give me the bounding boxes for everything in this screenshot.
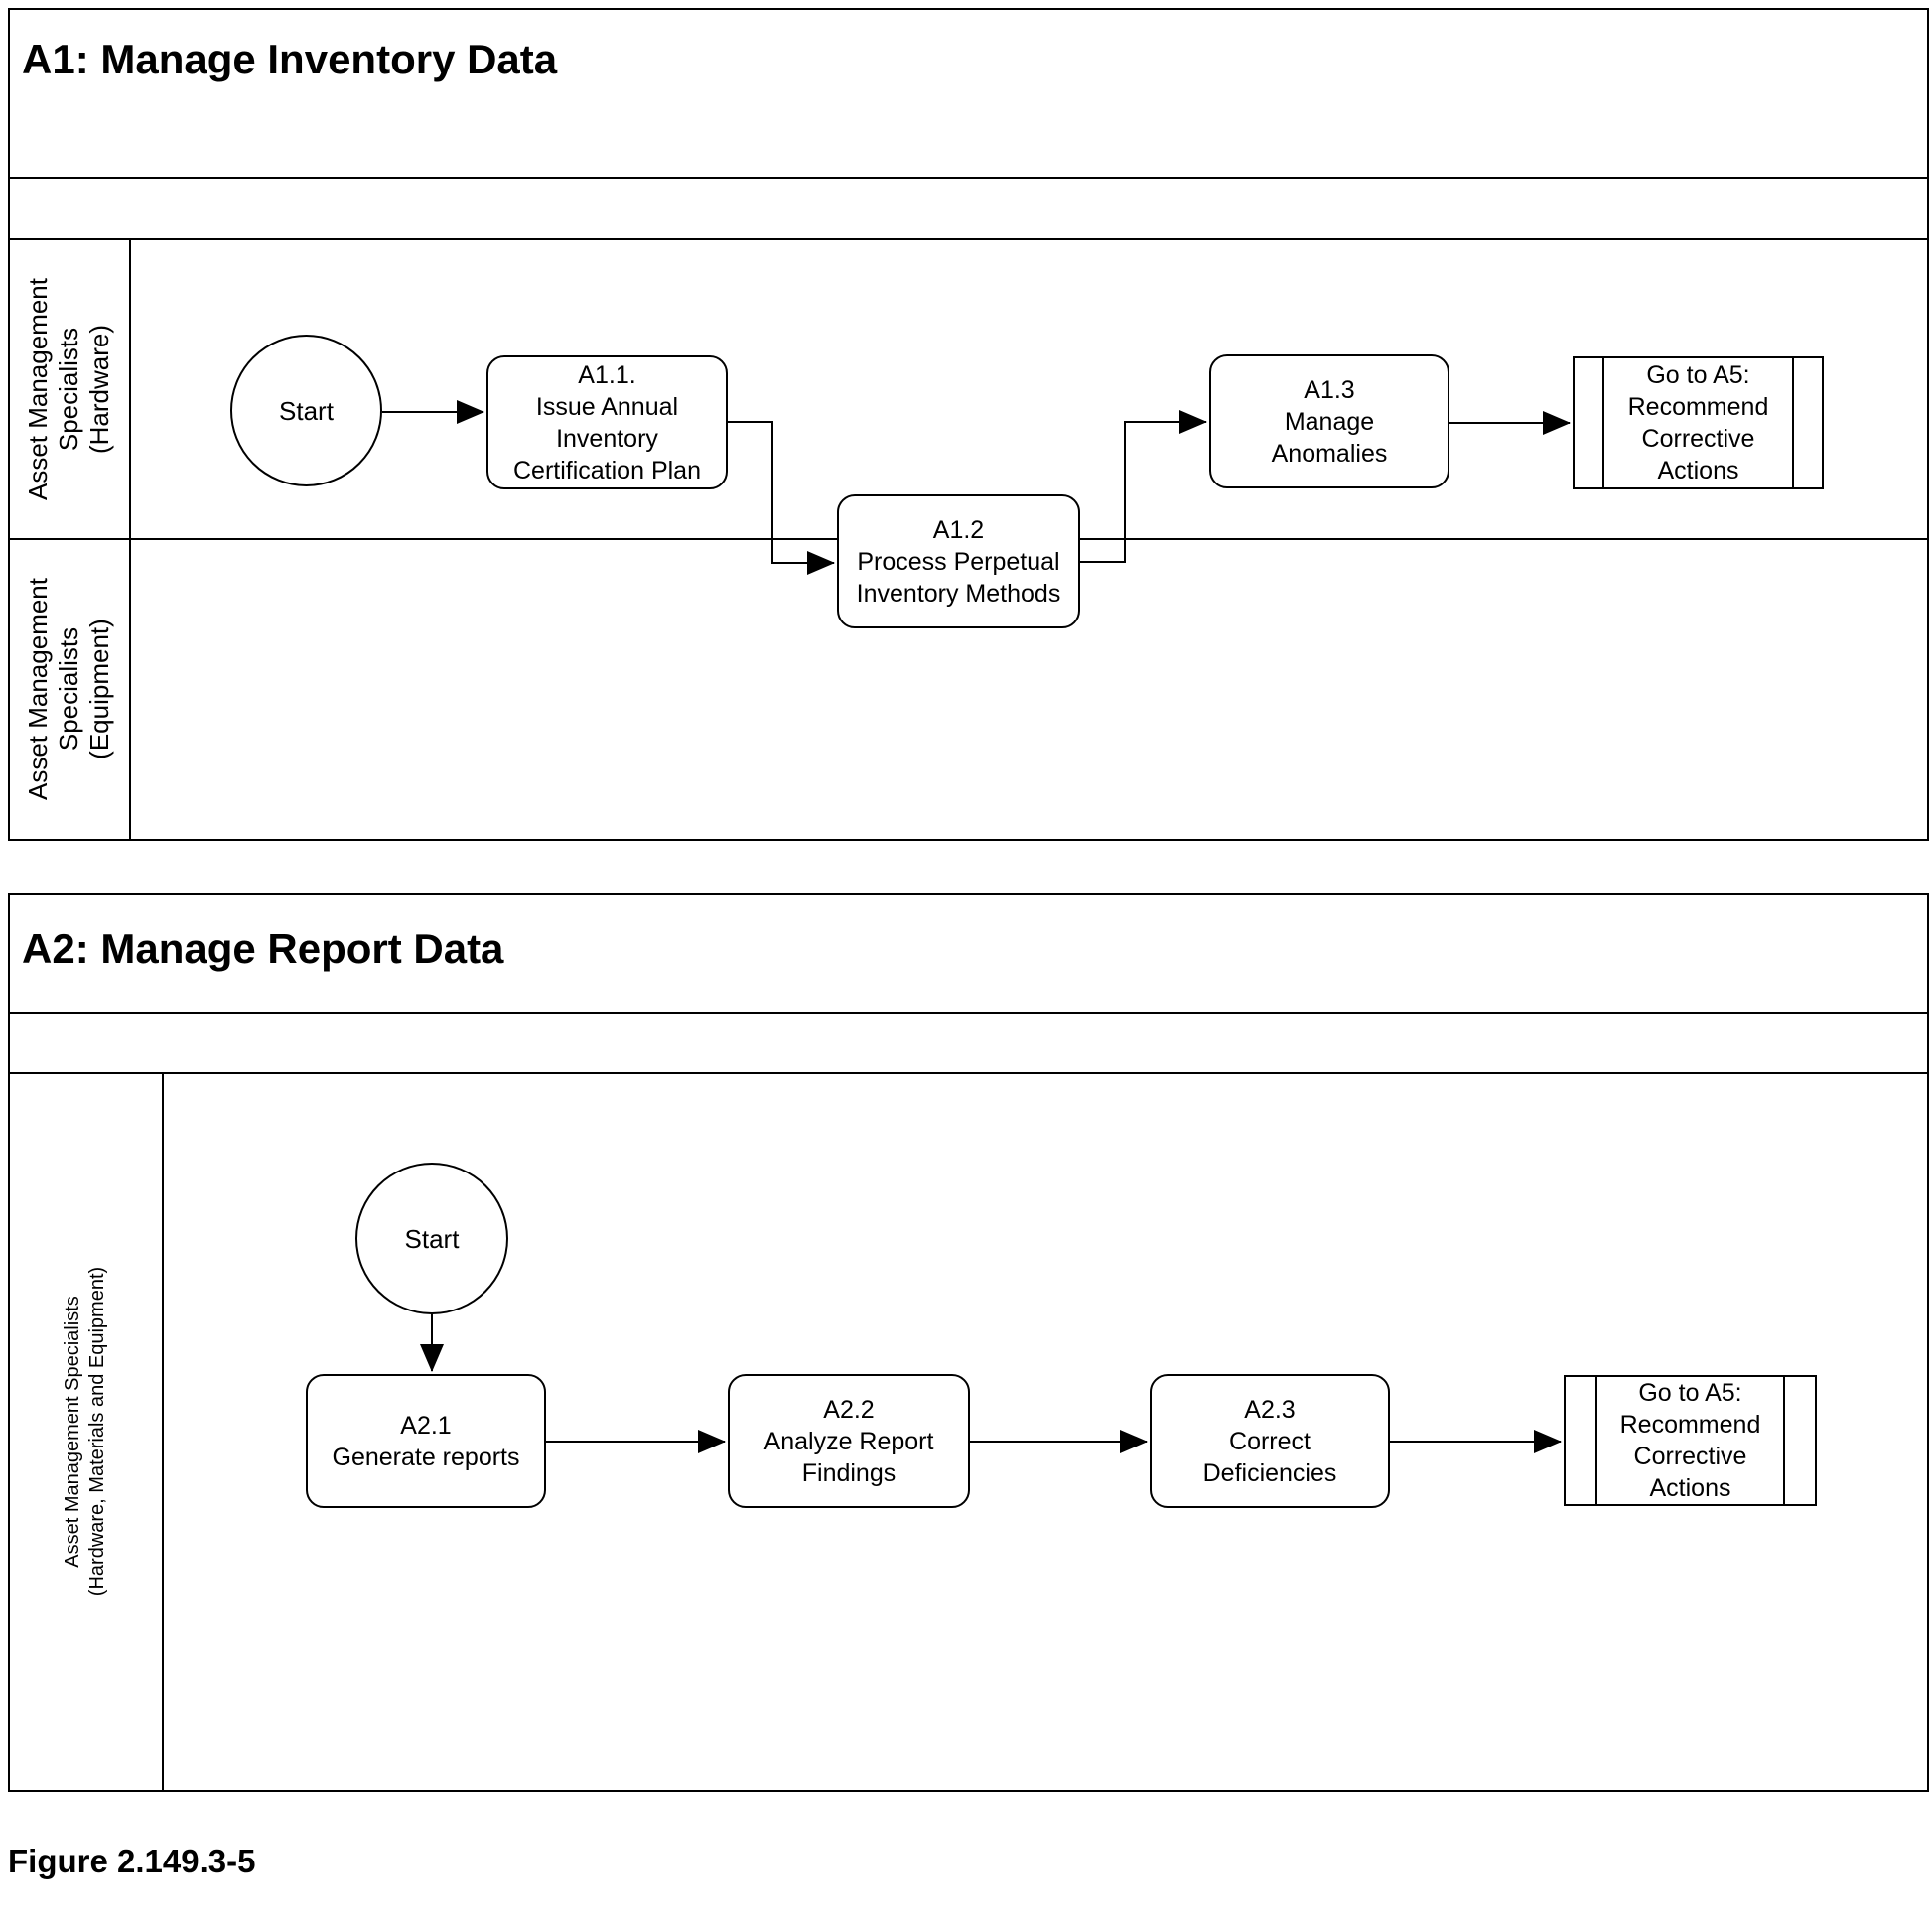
subroutine-bar-right: [1792, 358, 1794, 487]
a1-titleband-divider: [8, 177, 1929, 179]
a2-2-process-node: A2.2 Analyze Report Findings: [728, 1374, 970, 1508]
a1-goto-a5-label: Go to A5: Recommend Corrective Actions: [1627, 361, 1769, 484]
a2-titleband-divider: [8, 1012, 1929, 1014]
diagram-a2: [8, 893, 1929, 1792]
a1-1-process-node: A1.1. Issue Annual Inventory Certificati…: [486, 355, 728, 489]
lane-label-a2-hardware-materials-equipment: Asset Management Specialists (Hardware, …: [62, 1266, 108, 1597]
a1-start-node: Start: [230, 335, 382, 486]
figure-caption: Figure 2.149.3-5: [8, 1843, 256, 1879]
a2-goto-a5-label: Go to A5: Recommend Corrective Actions: [1619, 1379, 1761, 1502]
a1-goto-a5-subroutine-node: Go to A5: Recommend Corrective Actions: [1573, 356, 1824, 489]
lane-label-a1-equipment: Asset Management Specialists (Equipment): [23, 578, 114, 801]
a2-headerband-divider: [8, 1072, 1929, 1074]
a1-3-process-node: A1.3 Manage Anomalies: [1209, 354, 1449, 488]
a2-start-node: Start: [355, 1163, 508, 1314]
a2-1-process-node: A2.1 Generate reports: [306, 1374, 546, 1508]
diagram-a1-title: A1: Manage Inventory Data: [22, 36, 558, 82]
a1-2-process-node: A1.2 Process Perpetual Inventory Methods: [837, 494, 1080, 628]
subroutine-bar-right: [1783, 1377, 1785, 1504]
lane-label-a1-hardware: Asset Management Specialists (Hardware): [23, 278, 114, 501]
a1-headerband-divider: [8, 238, 1929, 240]
subroutine-bar-left: [1602, 358, 1604, 487]
subroutine-bar-left: [1595, 1377, 1597, 1504]
diagram-a2-title: A2: Manage Report Data: [22, 925, 504, 972]
a2-goto-a5-subroutine-node: Go to A5: Recommend Corrective Actions: [1564, 1375, 1817, 1506]
a2-lane-label-column-divider: [162, 1072, 164, 1790]
a2-3-process-node: A2.3 Correct Deficiencies: [1150, 1374, 1390, 1508]
a1-lane-label-column-divider: [129, 238, 131, 839]
